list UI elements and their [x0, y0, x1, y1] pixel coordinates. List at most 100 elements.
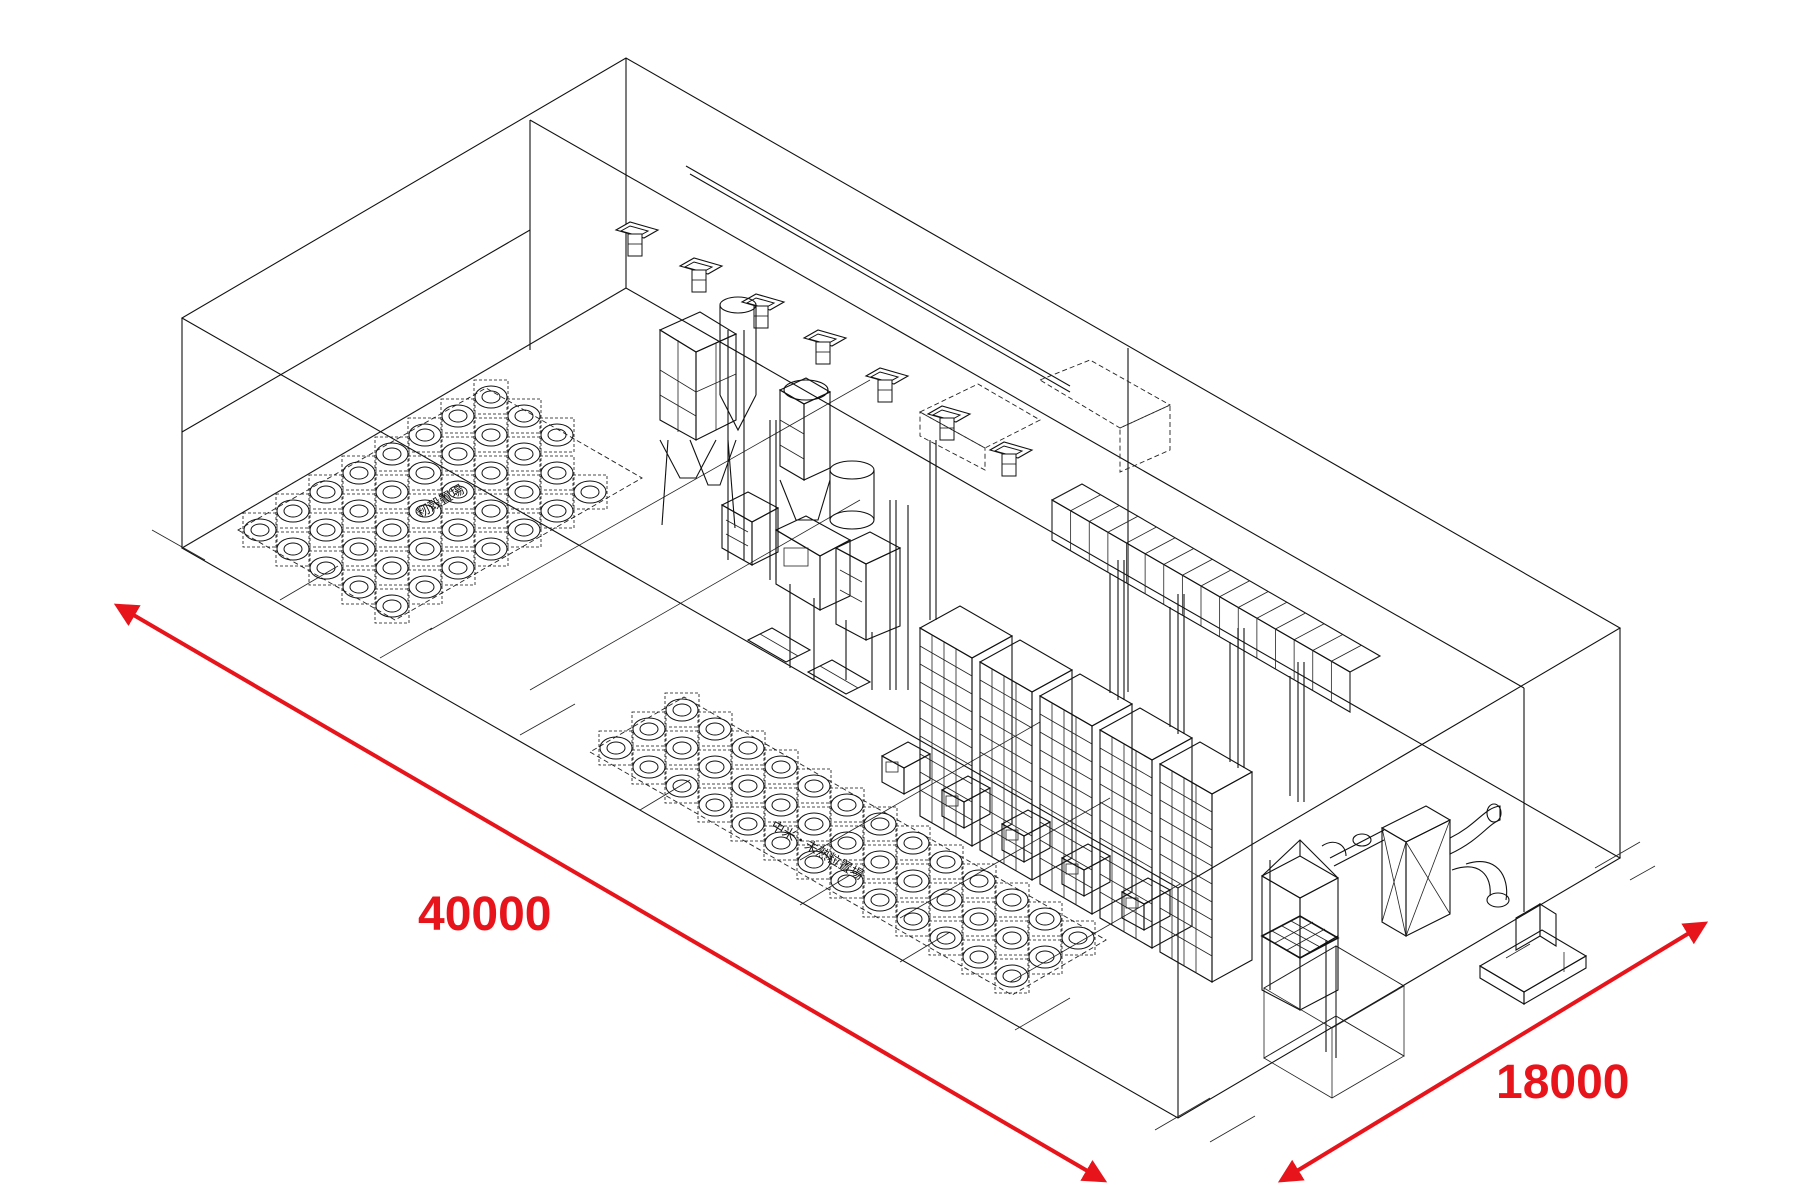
dryer-rung-line: [919, 645, 973, 677]
storage-mat-icon: [928, 844, 964, 880]
walkway-crossbar: [1256, 601, 1288, 619]
storage-mat-icon: [374, 474, 410, 510]
storage-mat-icon: [730, 730, 766, 766]
walkway-crossbar: [1238, 591, 1269, 608]
storage-mat-icon: [341, 531, 377, 567]
storage-mat-icon: [572, 474, 608, 510]
dimension-width-arrow: [1277, 921, 1709, 1183]
lower-storage-label: 中米・未熟粒置場: [768, 818, 866, 884]
ceiling-fans: [615, 221, 1033, 477]
dimension-length-label: 40000: [418, 888, 551, 941]
dryer-rung-line: [919, 753, 973, 785]
storage-mat-icon: [539, 455, 575, 491]
storage-mat-icon: [862, 844, 898, 880]
storage-mat-icon: [1027, 901, 1063, 937]
dryer-control-box-side: [1023, 821, 1051, 863]
storage-mat-icon: [473, 531, 509, 567]
building-shell: [151, 57, 1656, 1143]
dryer-rung-line: [1159, 925, 1213, 957]
storage-mat-icon: [440, 398, 476, 434]
storage-mat-icon: [763, 749, 799, 785]
walkway-crossbar: [1200, 569, 1232, 587]
dryer-rung-line: [919, 717, 973, 749]
dryer-rung-line: [1039, 803, 1093, 835]
dryer-rung-line: [979, 751, 1033, 783]
walkway-crossbar: [1182, 558, 1213, 576]
storage-mat-icon: [539, 417, 575, 453]
storage-mat-icon: [664, 692, 700, 728]
dryer-rung-line: [1159, 817, 1213, 849]
storage-mat-icon: [407, 569, 443, 605]
storage-mat-icon: [308, 512, 344, 548]
dryer-rung-line: [979, 787, 1033, 819]
dimension-width-label: 18000: [1496, 1056, 1629, 1109]
dryer-rung-line: [1159, 799, 1213, 831]
storage-mat-icon: [506, 398, 542, 434]
storage-mat-icon: [895, 825, 931, 861]
dryer-rung-line: [1099, 765, 1153, 797]
walkway-crossbar: [1126, 526, 1157, 544]
grain-dryer-bank: [880, 605, 1254, 983]
dryer-rung-line: [979, 733, 1033, 765]
dryer-rung-line: [979, 697, 1033, 729]
dryer-cabinet-side: [1211, 771, 1253, 983]
storage-mat-icon: [796, 768, 832, 804]
dryer-rung-line: [1099, 801, 1153, 833]
dryer-control-box-side: [1143, 889, 1171, 931]
storage-mat-icon: [506, 512, 542, 548]
storage-mat-icon: [440, 512, 476, 548]
storage-mat-icon: [473, 493, 509, 529]
dryer-cabinet-top: [918, 605, 1014, 659]
lower-storage-area: [589, 696, 1107, 996]
cleaning-equipment-cluster: [658, 296, 909, 695]
storage-mat-icon: [730, 768, 766, 804]
dryer-rung-line: [919, 699, 973, 731]
dimension-width: 18000: [1277, 921, 1709, 1183]
storage-mat-icon: [374, 512, 410, 548]
dryer-rung-line: [979, 769, 1033, 801]
ceiling-fan-icon: [989, 441, 1033, 477]
dryer-rung-line: [979, 679, 1033, 711]
storage-mat-icon: [895, 863, 931, 899]
dryer-cabinet-top: [1158, 741, 1254, 795]
storage-mat-icon: [308, 474, 344, 510]
storage-mat-icon: [341, 493, 377, 529]
dryer-rung-line: [1159, 889, 1213, 921]
upper-storage-area: [237, 387, 643, 621]
dryer-rung-line: [1039, 821, 1093, 853]
storage-mat-icon: [928, 882, 964, 918]
storage-mat-icon: [440, 436, 476, 472]
dryer-rung-line: [1099, 783, 1153, 815]
dryer-cabinet-top: [1098, 707, 1194, 761]
storage-mat-icon: [275, 493, 311, 529]
dryer-control-panel: [1125, 897, 1139, 909]
storage-mat-icon: [664, 730, 700, 766]
storage-mat-icon: [697, 749, 733, 785]
storage-mat-icon: [829, 787, 865, 823]
walkway-crossbar: [1293, 623, 1325, 641]
storage-mat-icon: [473, 455, 509, 491]
dryer-rung-line: [1159, 835, 1213, 867]
walkway-crossbar: [1331, 644, 1362, 662]
dryer-rung-line: [1039, 749, 1093, 781]
lower-storage-mats: [598, 692, 1096, 994]
dimension-length-arrow: [113, 603, 1108, 1183]
storage-mat-icon: [374, 550, 410, 586]
dryer-rung-line: [919, 681, 973, 713]
storage-mat-icon: [961, 901, 997, 937]
storage-mat-icon: [994, 920, 1030, 956]
storage-mat-icon: [473, 417, 509, 453]
dryer-rung-line: [1159, 871, 1213, 903]
storage-mat-icon: [631, 749, 667, 785]
walkway-crossbar: [1275, 612, 1306, 630]
storage-mat-icon: [862, 806, 898, 842]
ceiling-fan-icon: [615, 221, 659, 257]
dryer-rung-line: [1039, 785, 1093, 817]
walkway-crossbar: [1219, 580, 1250, 598]
walkway-crossbar: [1051, 483, 1083, 501]
dryer-rung-line: [1099, 873, 1153, 905]
storage-mat-icon: [994, 882, 1030, 918]
dryer-rung-line: [919, 735, 973, 767]
dryer-walkway-frame: [1050, 483, 1382, 802]
